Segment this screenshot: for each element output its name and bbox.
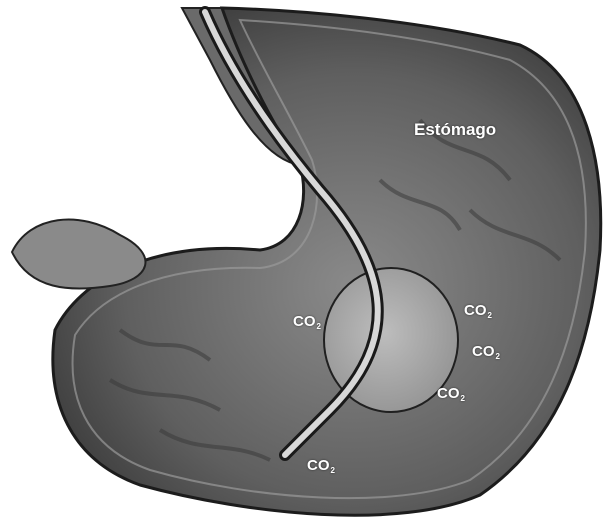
co2-label-subscript: 2 bbox=[488, 311, 492, 320]
co2-label-subscript: 2 bbox=[317, 322, 321, 331]
stomach-label: Estómago bbox=[414, 121, 496, 138]
co2-label-text: CO bbox=[472, 343, 495, 360]
co2-label: CO2 bbox=[437, 386, 465, 403]
co2-label-text: CO bbox=[437, 385, 460, 402]
co2-label-text: CO bbox=[307, 457, 330, 474]
duodenum bbox=[12, 220, 145, 289]
co2-label-text: CO bbox=[293, 313, 316, 330]
co2-label-subscript: 2 bbox=[496, 352, 500, 361]
co2-label-text: CO bbox=[464, 302, 487, 319]
co2-label-subscript: 2 bbox=[331, 466, 335, 475]
co2-label: CO2 bbox=[472, 344, 500, 361]
co2-label-subscript: 2 bbox=[461, 394, 465, 403]
co2-label: CO2 bbox=[464, 303, 492, 320]
co2-label: CO2 bbox=[307, 458, 335, 475]
co2-label: CO2 bbox=[293, 314, 321, 331]
